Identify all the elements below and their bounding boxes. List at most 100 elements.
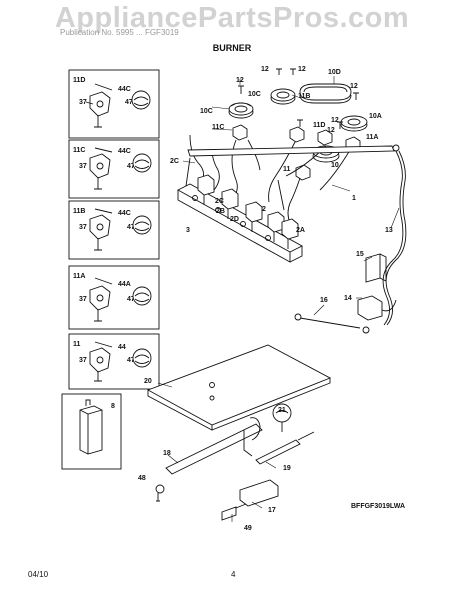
callout-19: 19	[283, 465, 291, 472]
orifice-21[interactable]	[272, 403, 292, 432]
burner-10a[interactable]	[340, 115, 368, 132]
callout-10d: 10D	[328, 69, 341, 76]
panel-11c[interactable]: 11C 44C 37 47	[68, 139, 160, 199]
callout-3: 3	[186, 227, 190, 234]
panel-11d-id: 11D	[73, 77, 85, 84]
panel-11-part: 44	[118, 344, 126, 351]
panel-11c-id: 11C	[73, 147, 85, 154]
panel-11a-part: 44A	[118, 281, 131, 288]
callout-12: 12	[350, 83, 358, 90]
burner-10d-oval[interactable]	[299, 83, 352, 104]
panel-11c-orifice: 47	[127, 163, 135, 170]
panel-11-orifice: 47	[127, 357, 135, 364]
burner-baffle[interactable]	[146, 344, 332, 431]
callout-10c-upper: 10C	[248, 91, 261, 98]
callout-48: 48	[138, 475, 146, 482]
drawing-code: BFFGF3019LWA	[351, 503, 406, 510]
valve-2a[interactable]	[281, 218, 299, 249]
leader-lines	[157, 76, 400, 522]
gas-line[interactable]	[382, 150, 407, 326]
callout-10a: 10A	[369, 113, 382, 120]
panel-11a-screw: 37	[79, 296, 87, 303]
igniter-19[interactable]	[255, 431, 315, 465]
panel-11-screw: 37	[79, 357, 87, 364]
panel-8[interactable]: 8	[61, 393, 122, 470]
callout-16: 16	[320, 297, 328, 304]
page-title: BURNER	[212, 43, 252, 53]
panel-11b-id: 11B	[73, 208, 85, 215]
regulator-bracket[interactable]	[365, 253, 387, 283]
screw-icons	[238, 68, 359, 129]
callout-2c-lower: 2C	[215, 198, 224, 205]
panel-11a[interactable]: 11A 44A 37 47	[68, 265, 160, 330]
callout-11b: 11B	[298, 93, 310, 100]
orifice-icon	[132, 286, 152, 306]
callout-17: 17	[268, 507, 276, 514]
hood-48[interactable]	[155, 484, 165, 502]
burner-10b-center[interactable]	[270, 88, 296, 105]
bake-burner[interactable]	[165, 417, 263, 475]
callout-2b: 2B	[216, 208, 225, 215]
publication-subheading: Publication No. 5995 ... FGF3019	[60, 28, 179, 37]
orifice-holder-11[interactable]	[295, 164, 311, 181]
callout-18: 18	[163, 450, 171, 457]
valve-icon	[89, 147, 113, 190]
spark-module-icon	[79, 399, 103, 455]
orifice-icon	[132, 348, 152, 368]
panel-11-id: 11	[73, 341, 81, 348]
burner-bracket[interactable]	[177, 183, 303, 263]
rear-pipe-16[interactable]	[294, 313, 361, 329]
panel-11a-orifice: 47	[127, 296, 135, 303]
valve-2b[interactable]	[245, 201, 263, 232]
callout-2c: 2C	[170, 158, 179, 165]
orifice-holder-11b[interactable]	[289, 126, 305, 143]
callout-10: 10	[331, 162, 339, 169]
regulator[interactable]	[357, 295, 397, 334]
callout-21: 21	[278, 407, 286, 414]
valve-2c[interactable]	[197, 174, 215, 205]
callout-12: 12	[261, 66, 269, 73]
callout-11: 11	[283, 166, 291, 173]
panel-11b-orifice: 47	[127, 224, 135, 231]
callout-20: 20	[144, 378, 152, 385]
panel-11b[interactable]: 11B 44C 37 47	[68, 200, 160, 260]
callout-13: 13	[385, 227, 393, 234]
orifice-holder-11c[interactable]	[232, 124, 248, 141]
valve-2[interactable]	[267, 211, 285, 242]
valve-2d[interactable]	[221, 188, 239, 219]
orifice-icon	[131, 90, 151, 110]
callout-2a: 2A	[296, 227, 305, 234]
callout-12: 12	[327, 127, 335, 134]
panel-8-id: 8	[111, 403, 115, 410]
callout-10c: 10C	[200, 108, 213, 115]
panel-11[interactable]: 11 44 37 47	[68, 333, 160, 390]
footer-page-number: 4	[231, 570, 236, 579]
valve-icon	[89, 341, 113, 382]
callout-14: 14	[344, 295, 352, 302]
callout-49: 49	[244, 525, 252, 532]
panel-11d[interactable]: 11D 44C 37 47	[68, 69, 160, 139]
callout-2: 2	[262, 206, 266, 213]
panel-11b-part: 44C	[118, 210, 131, 217]
orifice-holder-11d[interactable]	[317, 129, 333, 146]
callout-11c: 11C	[212, 124, 224, 131]
callout-15: 15	[356, 251, 364, 258]
valve-icon	[85, 83, 113, 128]
orifice-icon	[132, 153, 152, 173]
orifice-icon	[132, 215, 152, 235]
callout-11a: 11A	[366, 134, 378, 141]
callout-12: 12	[331, 117, 339, 124]
callout-12: 12	[236, 77, 244, 84]
valve-icon	[89, 277, 113, 322]
panel-11d-screw: 37	[79, 99, 87, 106]
panel-11b-screw: 37	[79, 224, 87, 231]
footer-date: 04/10	[28, 570, 49, 579]
burner-10c[interactable]	[228, 102, 254, 119]
callout-12: 12	[298, 66, 306, 73]
valve-icon	[89, 208, 113, 251]
panel-11a-id: 11A	[73, 273, 85, 280]
mounting-bracket-17[interactable]	[221, 479, 279, 521]
panel-11d-part: 44C	[118, 86, 131, 93]
